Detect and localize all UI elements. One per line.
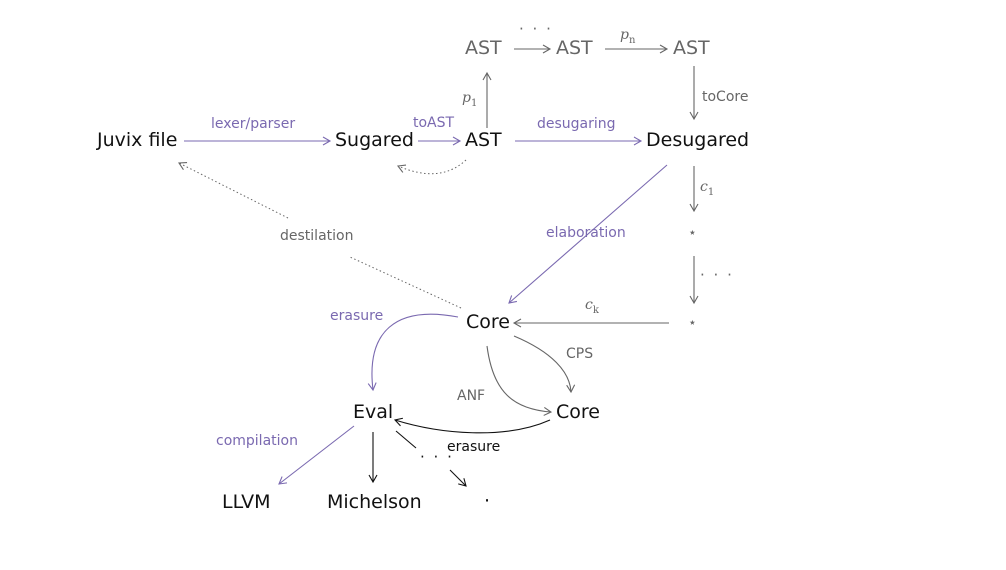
label-ck: ck bbox=[585, 298, 599, 316]
label-cps: CPS bbox=[566, 346, 594, 362]
edge-elaboration bbox=[508, 164, 668, 304]
edge-destilation-lower bbox=[349, 256, 462, 309]
node-ast-top-3: AST bbox=[673, 37, 710, 59]
c1-base: c bbox=[700, 179, 708, 195]
label-to-ast: toAST bbox=[413, 115, 455, 131]
node-ast-top-2: AST bbox=[556, 37, 593, 59]
label-lexer-parser: lexer/parser bbox=[211, 116, 296, 132]
node-eval: Eval bbox=[353, 401, 394, 423]
edge-core-to-eval bbox=[393, 417, 551, 434]
edge-erasure-core bbox=[367, 313, 459, 392]
node-core-main: Core bbox=[466, 311, 510, 333]
label-pn: pn bbox=[620, 28, 635, 46]
label-elaboration: elaboration bbox=[546, 225, 626, 241]
label-erasure-core: erasure bbox=[330, 308, 384, 324]
pn-base: p bbox=[620, 27, 629, 43]
node-ast-main: AST bbox=[465, 129, 502, 151]
p1-base: p bbox=[462, 90, 471, 106]
label-erasure-eval: erasure bbox=[447, 439, 501, 455]
ck-base: c bbox=[585, 297, 593, 313]
node-star-2: ⋆ bbox=[688, 315, 697, 331]
node-star-1: ⋆ bbox=[688, 225, 697, 241]
p1-sub: 1 bbox=[470, 97, 478, 109]
node-michelson: Michelson bbox=[327, 491, 422, 513]
ck-sub: k bbox=[592, 304, 599, 316]
edge-compilation bbox=[278, 425, 355, 485]
node-ast-top-1: AST bbox=[465, 37, 502, 59]
node-sugared: Sugared bbox=[335, 129, 414, 151]
label-compilation: compilation bbox=[216, 433, 298, 449]
label-destilation: destilation bbox=[280, 228, 354, 244]
node-dot-target: · bbox=[484, 490, 491, 512]
label-desugaring: desugaring bbox=[537, 116, 616, 132]
edge-destilation-upper bbox=[178, 162, 289, 219]
edge-ast-return-dotted bbox=[396, 159, 467, 175]
c1-sub: 1 bbox=[707, 186, 715, 198]
label-ellipsis-bottom: · · · bbox=[420, 448, 454, 466]
edge-anf bbox=[486, 345, 553, 416]
edge-erasure-eval-upper bbox=[395, 430, 417, 449]
label-ellipsis-top: · · · bbox=[519, 20, 553, 38]
node-core-anf: Core bbox=[556, 401, 600, 423]
node-desugared: Desugared bbox=[646, 129, 750, 151]
label-p1: p1 bbox=[462, 91, 477, 109]
node-llvm: LLVM bbox=[222, 491, 271, 513]
node-juvix-file: Juvix file bbox=[97, 129, 178, 151]
edge-cps bbox=[513, 335, 576, 394]
pn-sub: n bbox=[628, 34, 636, 46]
label-anf: ANF bbox=[457, 388, 486, 404]
label-c1: c1 bbox=[700, 180, 714, 198]
label-ellipsis-right: · · · bbox=[700, 266, 734, 284]
label-to-core: toCore bbox=[702, 89, 749, 105]
edge-erasure-eval-lower bbox=[449, 469, 467, 487]
